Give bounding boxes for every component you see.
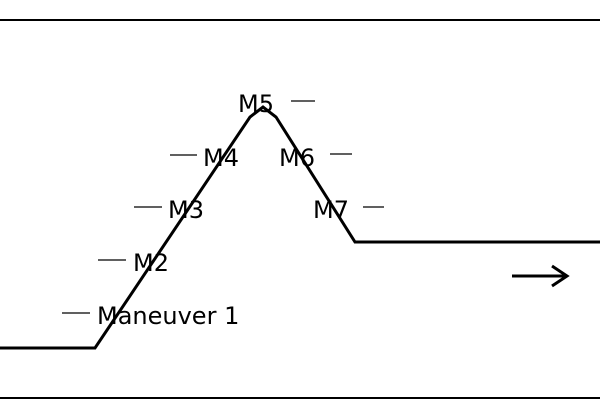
trajectory-path [0,105,600,350]
label-m2: M2 [133,249,169,277]
label-maneuver-1: Maneuver 1 [97,302,239,330]
label-m7: M7 [313,196,349,224]
arrow-right-icon [512,264,570,288]
label-m6: M6 [279,144,315,172]
label-m5: M5 [238,90,274,118]
arrow-head [551,264,570,288]
label-m4: M4 [203,144,239,172]
label-m3: M3 [168,196,204,224]
